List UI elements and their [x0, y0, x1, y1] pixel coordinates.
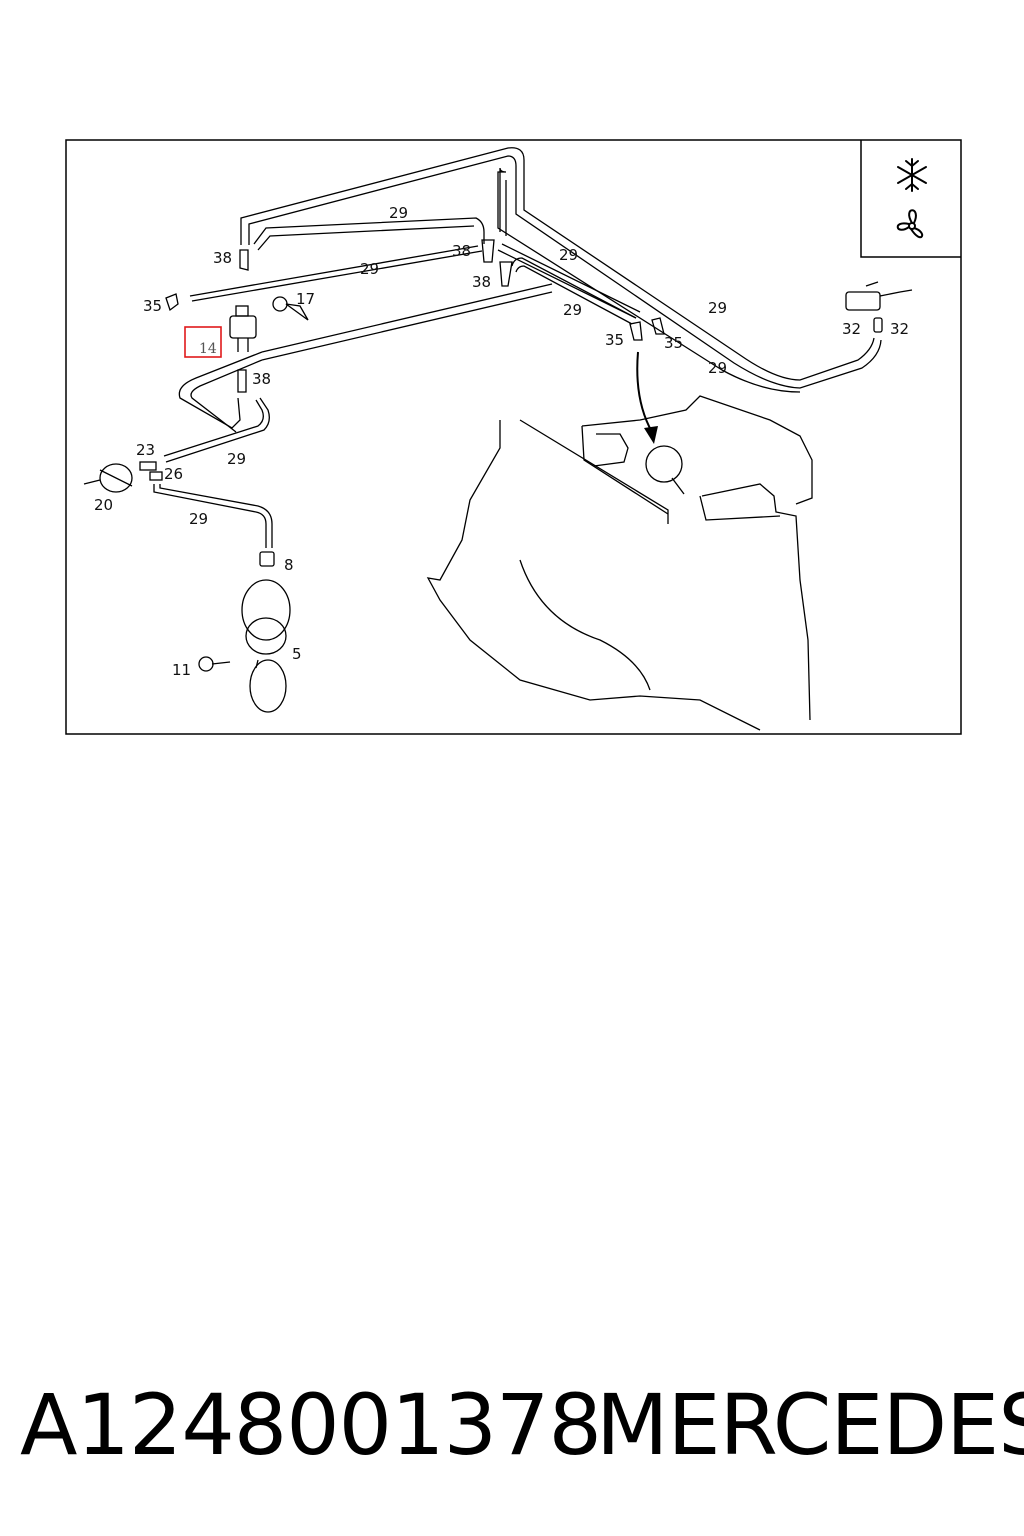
actuator-32: [845, 291, 881, 311]
part-number: A1248001378: [20, 1376, 602, 1474]
callout-29: 29: [360, 260, 379, 278]
callout-32: 32: [890, 320, 909, 338]
callout-29: 29: [559, 246, 578, 264]
callout-38: 38: [213, 249, 232, 267]
valve-14: [229, 315, 257, 339]
callout-23: 23: [136, 441, 155, 459]
snowflake-icon: [897, 158, 927, 192]
callout-26: 26: [164, 465, 183, 483]
callout-11: 11: [172, 661, 191, 679]
cap-8: [259, 551, 275, 567]
callout-38: 38: [452, 242, 471, 260]
highlight-box: [184, 326, 222, 358]
callout-29: 29: [227, 450, 246, 468]
callout-35: 35: [143, 297, 162, 315]
callout-29: 29: [389, 204, 408, 222]
pointer-arrow: [636, 351, 653, 433]
callout-5: 5: [292, 645, 302, 663]
reservoir-5: [241, 579, 291, 641]
callout-29: 29: [708, 299, 727, 317]
callout-14: 14: [199, 341, 217, 357]
highlighted-callout-14[interactable]: 14: [184, 326, 222, 358]
callout-38: 38: [472, 273, 491, 291]
callout-29: 29: [708, 359, 727, 377]
bolt-17: [272, 296, 288, 312]
component-parts: [83, 239, 913, 713]
bolt-11: [198, 656, 214, 672]
diagram-frame: [65, 139, 962, 735]
parts-diagram: 29 29 29 29 29 29 29 29 38 38 38 38 35 3…: [65, 139, 962, 735]
brand-name: MERCEDES: [596, 1376, 1024, 1474]
fan-icon: [896, 209, 924, 239]
callout-29: 29: [563, 301, 582, 319]
callout-labels: 29 29 29 29 29 29 29 29 38 38 38 38 35 3…: [94, 204, 909, 679]
legend-box: [860, 140, 961, 258]
callout-17: 17: [296, 290, 315, 308]
callout-38: 38: [252, 370, 271, 388]
callout-32: 32: [842, 320, 861, 338]
engine-outline: [426, 395, 813, 731]
pump-20: [99, 463, 133, 493]
callout-29: 29: [189, 510, 208, 528]
callout-8: 8: [284, 556, 294, 574]
callout-20: 20: [94, 496, 113, 514]
callout-35: 35: [605, 331, 624, 349]
vacuum-lines: [153, 147, 882, 548]
callout-35: 35: [664, 334, 683, 352]
